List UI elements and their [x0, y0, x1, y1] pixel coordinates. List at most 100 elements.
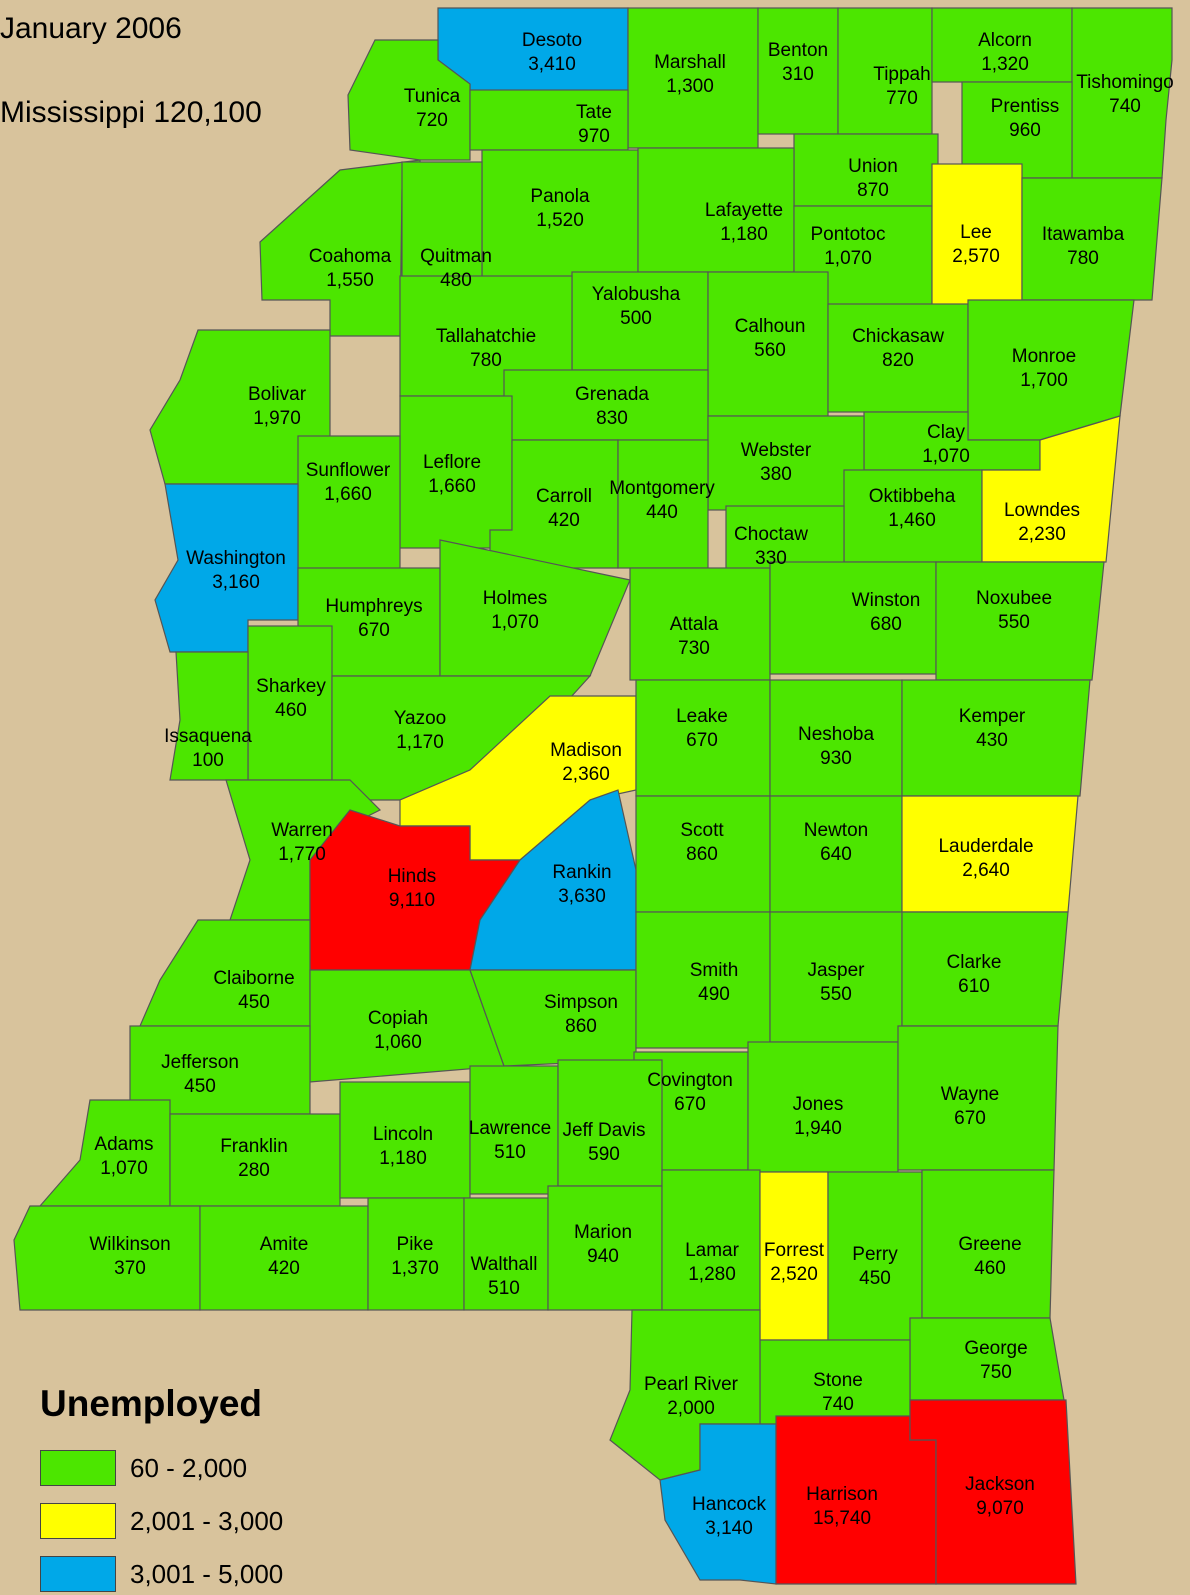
county-name-jackson: Jackson [965, 1474, 1035, 1495]
county-name-warren: Warren [271, 820, 333, 841]
county-value-jackson: 9,070 [976, 1498, 1024, 1519]
county-value-stone: 740 [822, 1394, 854, 1415]
county-value-quitman: 480 [440, 270, 472, 291]
county-name-amite: Amite [260, 1234, 309, 1255]
county-name-tippah: Tippah [873, 64, 930, 85]
county-name-pike: Pike [397, 1234, 434, 1255]
county-forrest [759, 1171, 829, 1341]
county-name-franklin: Franklin [220, 1136, 288, 1157]
county-tate [469, 89, 629, 151]
map-title: January 2006 [0, 12, 182, 45]
county-jackson [909, 1399, 1077, 1585]
county-name-leake: Leake [676, 706, 728, 727]
county-value-sunflower: 1,660 [324, 484, 372, 505]
county-value-grenada: 830 [596, 408, 628, 429]
county-webster [707, 415, 865, 511]
county-wilkinson [13, 1205, 201, 1311]
county-name-chickasaw: Chickasaw [852, 326, 944, 347]
county-name-marshall: Marshall [654, 52, 726, 73]
county-panola [481, 149, 639, 279]
county-benton [757, 7, 839, 135]
county-name-panola: Panola [530, 186, 590, 207]
county-value-desoto: 3,410 [528, 54, 576, 75]
county-lafayette [637, 147, 795, 273]
county-name-lawrence: Lawrence [469, 1118, 551, 1139]
county-name-sunflower: Sunflower [306, 460, 391, 481]
county-value-lincoln: 1,180 [379, 1148, 427, 1169]
county-name-walthall: Walthall [471, 1254, 538, 1275]
county-lee [931, 163, 1023, 307]
county-sunflower [297, 435, 401, 583]
legend-title: Unemployed [40, 1383, 263, 1424]
county-lincoln [339, 1081, 471, 1199]
county-name-covington: Covington [647, 1070, 733, 1091]
county-jeff-davis [557, 1059, 663, 1187]
county-value-monroe: 1,700 [1020, 370, 1068, 391]
county-name-wayne: Wayne [941, 1084, 999, 1105]
county-union [793, 133, 939, 207]
county-name-hancock: Hancock [692, 1494, 766, 1515]
county-name-rankin: Rankin [552, 862, 611, 883]
county-value-perry: 450 [859, 1268, 891, 1289]
county-name-simpson: Simpson [544, 992, 618, 1013]
county-value-tallahatchie: 780 [470, 350, 502, 371]
county-value-lawrence: 510 [494, 1142, 526, 1163]
county-value-lowndes: 2,230 [1018, 524, 1066, 545]
legend-item: 3,001 - 5,000 [40, 1556, 283, 1592]
county-lamar [661, 1169, 761, 1311]
county-name-george: George [964, 1338, 1027, 1359]
county-value-tate: 970 [578, 126, 610, 147]
county-pike [367, 1197, 465, 1311]
county-name-clarke: Clarke [947, 952, 1002, 973]
county-value-coahoma: 1,550 [326, 270, 374, 291]
county-attala [629, 567, 771, 681]
county-name-alcorn: Alcorn [978, 30, 1032, 51]
county-name-forrest: Forrest [764, 1240, 825, 1261]
county-name-claiborne: Claiborne [213, 968, 294, 989]
county-name-monroe: Monroe [1012, 346, 1076, 367]
county-name-clay: Clay [927, 422, 966, 443]
county-value-attala: 730 [678, 638, 710, 659]
county-value-jefferson: 450 [184, 1076, 216, 1097]
county-neshoba [769, 679, 903, 797]
county-name-holmes: Holmes [483, 588, 547, 609]
county-name-winston: Winston [852, 590, 921, 611]
county-marshall [627, 7, 759, 149]
county-coahoma [259, 159, 421, 337]
county-name-desoto: Desoto [522, 30, 582, 51]
county-name-scott: Scott [680, 820, 724, 841]
county-noxubee [935, 561, 1105, 681]
county-name-choctaw: Choctaw [734, 524, 808, 545]
county-value-clay: 1,070 [922, 446, 970, 467]
legend-label: 3,001 - 5,000 [130, 1558, 284, 1589]
county-value-pearl-river: 2,000 [667, 1398, 715, 1419]
county-value-marion: 940 [587, 1246, 619, 1267]
county-name-smith: Smith [690, 960, 739, 981]
county-value-washington: 3,160 [212, 572, 260, 593]
county-name-pontotoc: Pontotoc [811, 224, 886, 245]
county-value-tunica: 720 [416, 110, 448, 131]
county-value-neshoba: 930 [820, 748, 852, 769]
county-name-newton: Newton [804, 820, 868, 841]
county-tishomingo [1071, 7, 1173, 179]
county-montgomery [617, 439, 709, 569]
county-name-lauderdale: Lauderdale [938, 836, 1033, 857]
county-value-calhoun: 560 [754, 340, 786, 361]
county-value-yazoo: 1,170 [396, 732, 444, 753]
county-winston [769, 561, 937, 675]
county-value-leflore: 1,660 [428, 476, 476, 497]
county-value-franklin: 280 [238, 1160, 270, 1181]
county-name-tunica: Tunica [404, 86, 461, 107]
county-name-attala: Attala [670, 614, 719, 635]
county-value-walthall: 510 [488, 1278, 520, 1299]
county-name-oktibbeha: Oktibbeha [869, 486, 956, 507]
county-value-smith: 490 [698, 984, 730, 1005]
county-itawamba [1021, 177, 1163, 301]
county-name-noxubee: Noxubee [976, 588, 1052, 609]
county-newton [769, 795, 903, 913]
county-value-forrest: 2,520 [770, 1264, 818, 1285]
county-amite [199, 1205, 369, 1311]
county-value-rankin: 3,630 [558, 886, 606, 907]
county-value-jeff-davis: 590 [588, 1144, 620, 1165]
